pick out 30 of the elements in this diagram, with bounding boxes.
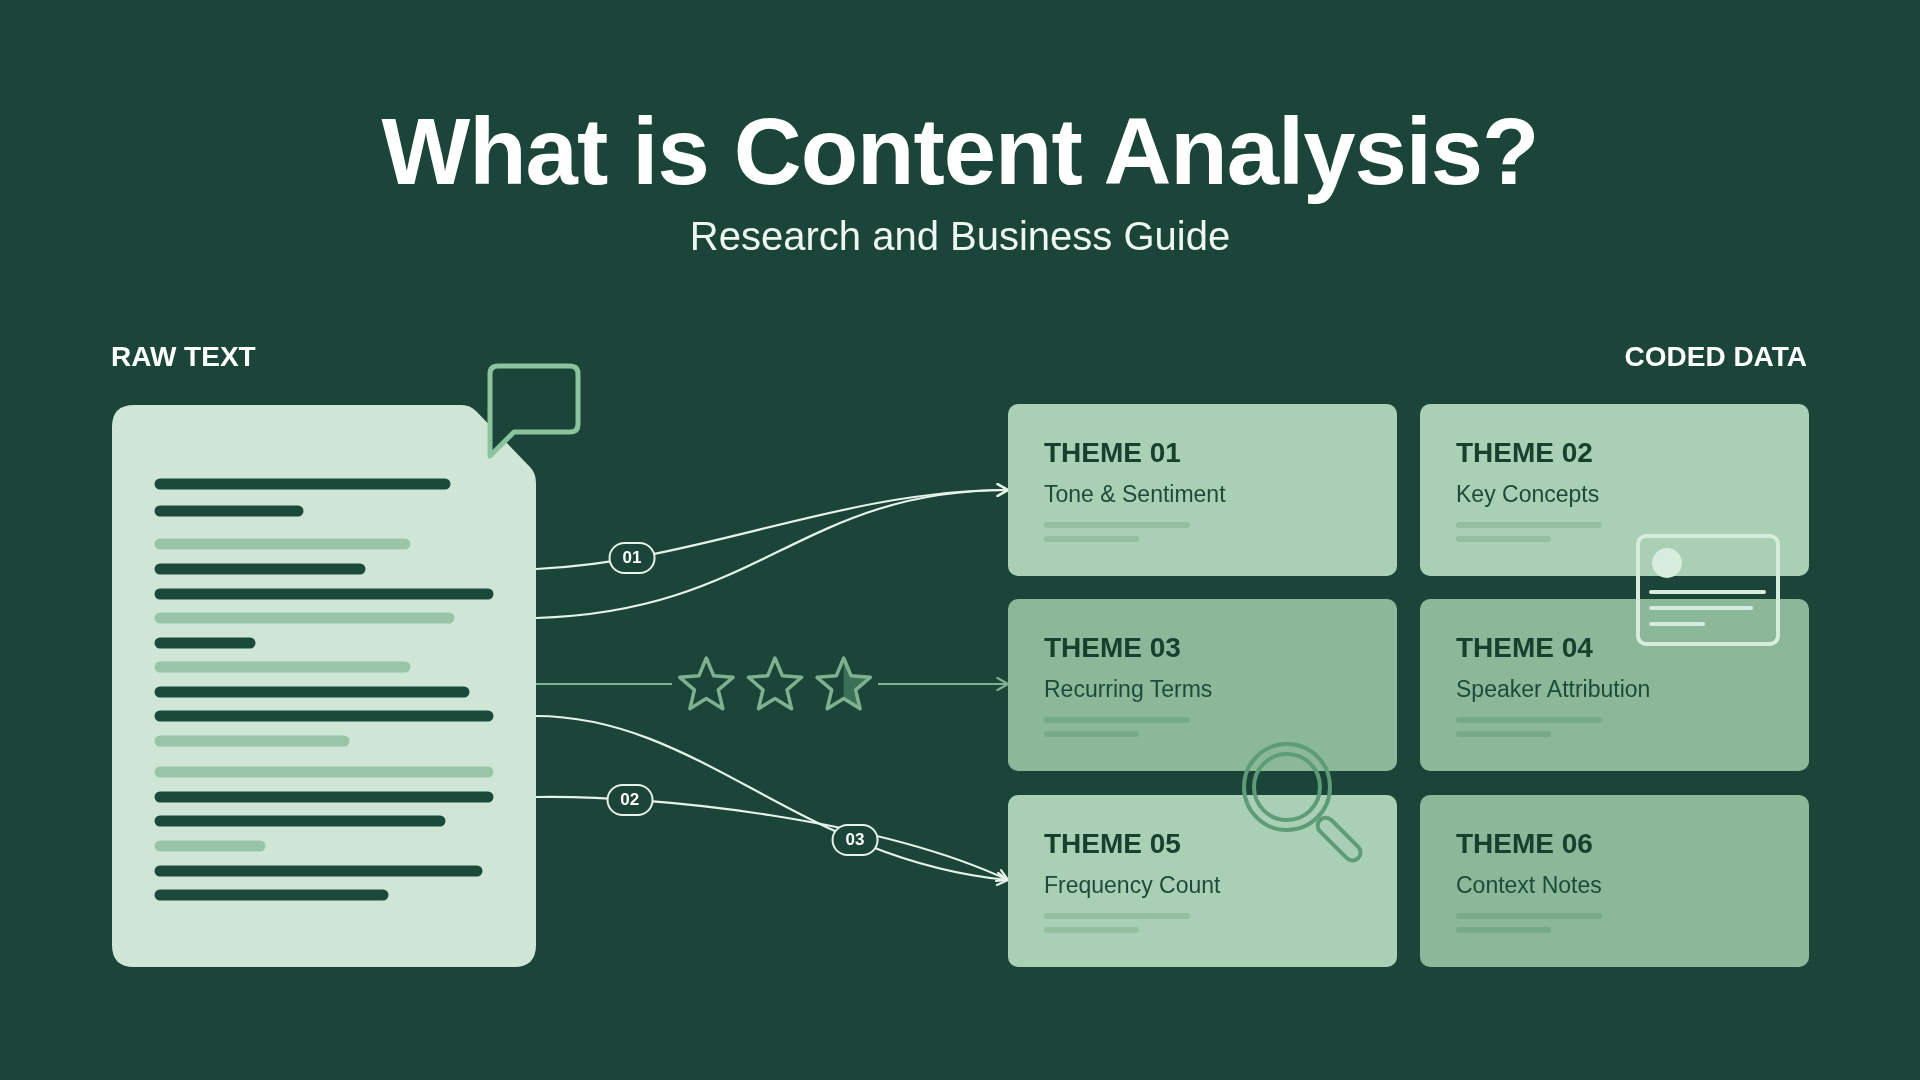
theme-card xyxy=(1420,795,1809,967)
theme-description: Key Concepts xyxy=(1456,480,1600,508)
theme-description: Speaker Attribution xyxy=(1456,675,1651,703)
theme-heading: THEME 04 xyxy=(1456,631,1593,665)
theme-card xyxy=(1420,404,1809,576)
theme-card xyxy=(1008,795,1397,967)
connector-arrow xyxy=(535,483,1010,620)
theme-card xyxy=(1008,599,1397,771)
theme-heading: THEME 02 xyxy=(1456,436,1593,470)
section-label: CODED DATA xyxy=(1624,340,1807,374)
page-title: What is Content Analysis? xyxy=(381,100,1539,204)
edge-label: 03 xyxy=(831,823,879,856)
theme-card xyxy=(1420,599,1809,771)
theme-heading: THEME 05 xyxy=(1044,827,1181,861)
connector-line xyxy=(536,682,672,686)
theme-heading: THEME 06 xyxy=(1456,827,1593,861)
document-illustration xyxy=(112,405,536,967)
theme-description: Tone & Sentiment xyxy=(1044,480,1226,508)
edge-label: 02 xyxy=(606,783,654,816)
theme-heading: THEME 01 xyxy=(1044,436,1181,470)
connector-arrow xyxy=(878,676,1010,692)
connector-arrow xyxy=(535,714,1010,886)
theme-description: Recurring Terms xyxy=(1044,675,1213,703)
edge-label: 01 xyxy=(608,542,656,575)
theme-description: Context Notes xyxy=(1456,871,1602,899)
theme-heading: THEME 03 xyxy=(1044,631,1181,665)
section-label: RAW TEXT xyxy=(111,340,256,374)
subtitle: Research and Business Guide xyxy=(689,213,1231,260)
theme-description: Frequency Count xyxy=(1044,871,1221,899)
theme-card xyxy=(1008,404,1397,576)
